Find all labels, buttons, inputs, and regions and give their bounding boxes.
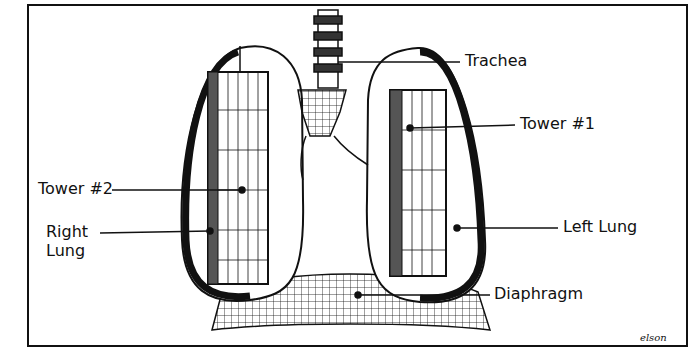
tower-1-shape <box>390 90 446 276</box>
frame <box>28 5 687 346</box>
part-label: Right Lung <box>46 222 101 260</box>
part-label: Trachea <box>465 51 585 70</box>
left-lung-shape <box>367 48 485 302</box>
leader-lines <box>100 62 558 298</box>
signature: elson <box>640 328 685 347</box>
part-label: Diaphragm <box>494 284 624 303</box>
tower-2-shape <box>208 46 268 284</box>
part-label: Left Lung <box>563 217 678 236</box>
part-label: Tower #1 <box>520 114 640 133</box>
right-lung-shape <box>182 46 304 301</box>
trachea-shape <box>298 10 368 180</box>
part-label: Tower #2 <box>38 179 118 198</box>
